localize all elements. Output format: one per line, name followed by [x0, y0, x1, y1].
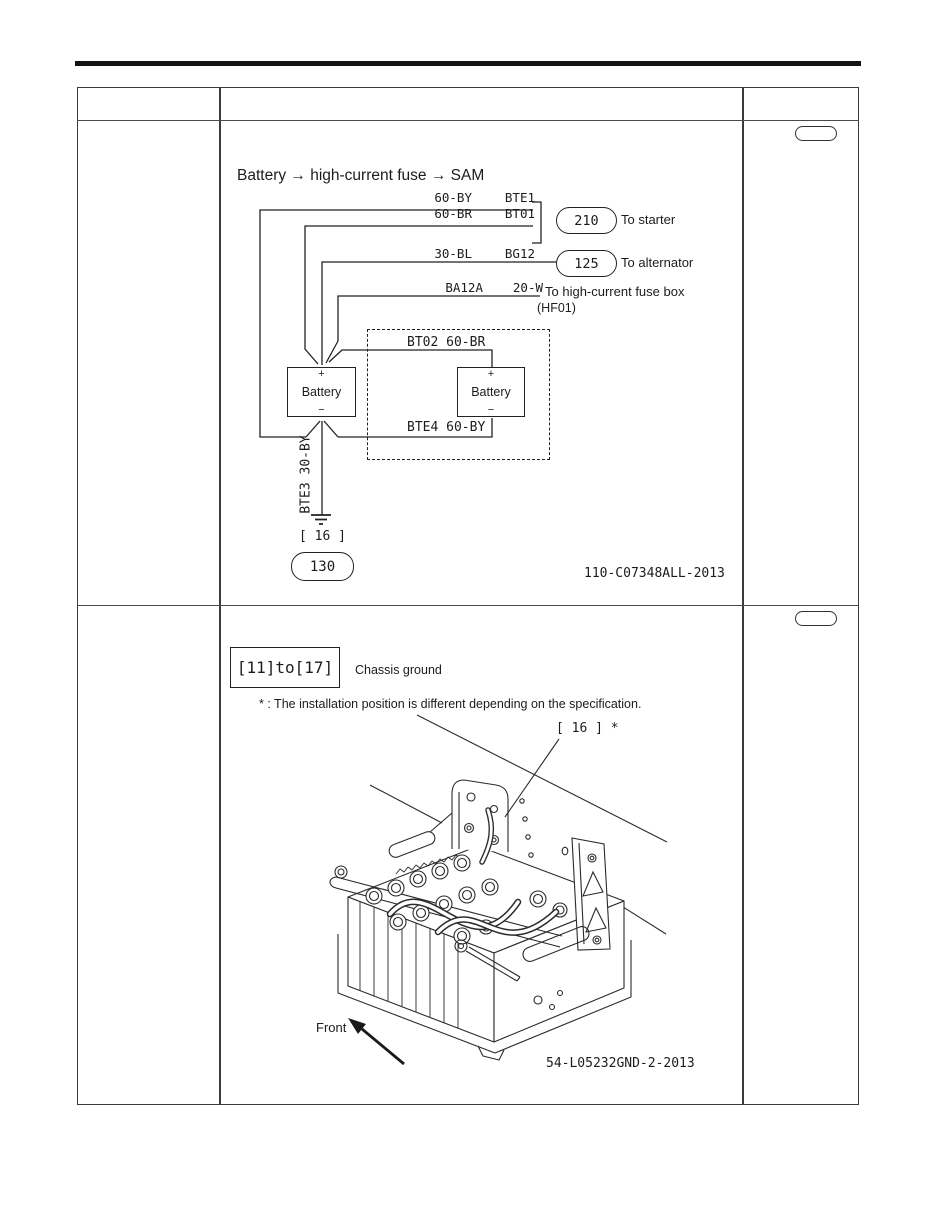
row1-link-pill[interactable]: [795, 126, 837, 141]
callout-16-label: [ 16 ] *: [556, 721, 619, 736]
installation-note: * : The installation position is differe…: [259, 697, 642, 711]
battery-right-minus: −: [487, 404, 495, 416]
wire1-color-label: 60-BY: [434, 190, 472, 205]
fuse-box-label-line2: (HF01): [537, 301, 576, 315]
ground-range-label: Chassis ground: [355, 663, 442, 677]
wire4-color-label: BA12A: [445, 280, 483, 295]
ground-range-text: [11]to[17]: [236, 658, 334, 677]
wire1-terminal-label: BTE1: [504, 190, 535, 205]
connector-125-oval: 125: [556, 250, 617, 277]
battery-right-plus: +: [487, 368, 495, 380]
connector-210-label: To starter: [621, 212, 676, 227]
table-row-divider: [77, 605, 859, 607]
ground-circuit-oval: 130: [291, 552, 354, 581]
figure1-code: 110-C07348ALL-2013: [584, 566, 725, 581]
row2-link-pill[interactable]: [795, 611, 837, 626]
wire3-terminal-label: BG12: [504, 246, 535, 261]
connector-210-value: 210: [574, 212, 599, 229]
ground-range-box: [11]to[17]: [230, 647, 340, 688]
front-label: Front: [316, 1020, 347, 1035]
optional-battery-dashed-box: [367, 329, 550, 460]
wire4-terminal-label: 20-W: [512, 280, 543, 295]
wire3-color-label: 30-BL: [434, 246, 472, 261]
wire-bte4-label: BTE4 60-BY: [407, 420, 486, 435]
wire-bt02-label: BT02 60-BR: [407, 335, 486, 350]
manual-table-border: [77, 87, 859, 1105]
wire-bte3-label: BTE3 30-BY: [298, 435, 314, 514]
wire2-terminal-label: BT01: [504, 206, 535, 221]
ground-circuit-value: 130: [309, 558, 336, 575]
table-column-divider-right: [742, 87, 744, 1105]
figure1-title: Battery → high-current fuse → SAM: [237, 167, 485, 184]
battery-left-box: + Battery −: [287, 367, 356, 417]
connector-125-label: To alternator: [621, 255, 694, 270]
battery-right-name: Battery: [471, 385, 511, 399]
battery-left-plus: +: [318, 368, 325, 380]
fuse-box-label-line1: To high-current fuse box: [545, 284, 685, 299]
wire2-color-label: 60-BR: [434, 206, 472, 221]
table-header-divider: [77, 120, 859, 122]
battery-left-name: Battery: [301, 385, 342, 399]
figure2-code: 54-L05232GND-2-2013: [546, 1056, 695, 1071]
page-top-rule: [75, 61, 861, 66]
ground-ref-label: [ 16 ]: [299, 529, 346, 544]
connector-125-value: 125: [574, 255, 599, 272]
connector-210-oval: 210: [556, 207, 617, 234]
battery-left-minus: −: [318, 404, 325, 416]
battery-right-box: + Battery −: [457, 367, 525, 417]
table-column-divider-left: [219, 87, 221, 1105]
